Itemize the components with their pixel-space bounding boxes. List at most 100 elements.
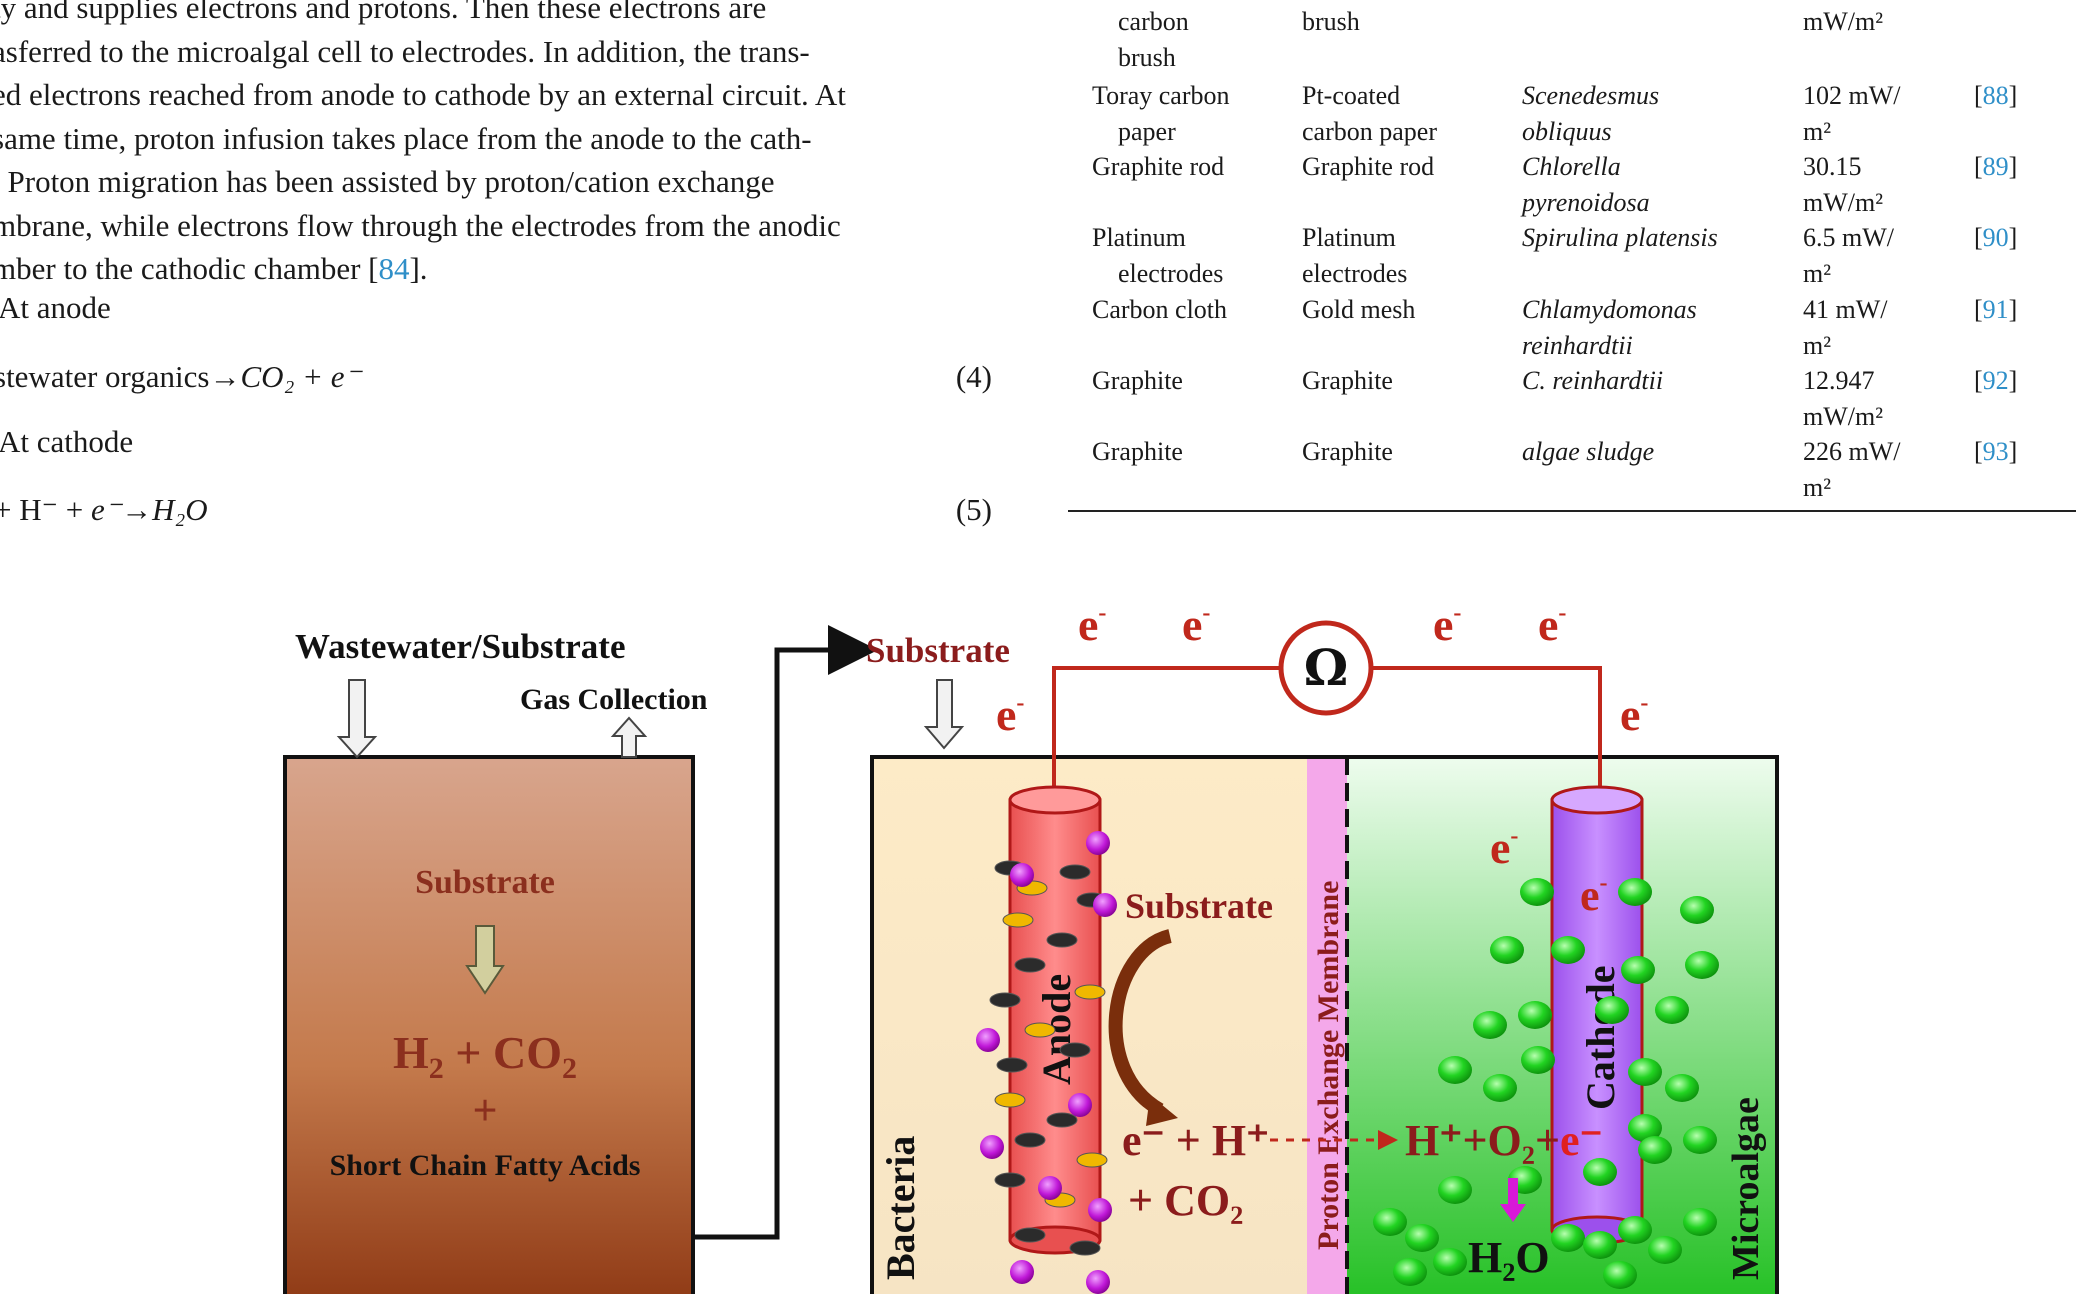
- wastewater-inlet-arrow: [336, 679, 378, 759]
- table-cell-anode: Carbon cloth: [1092, 292, 1292, 328]
- table-cell-line: mW/m²: [1803, 402, 1884, 431]
- table-cell-line: brush: [1302, 7, 1360, 36]
- table-cell-line: Gold mesh: [1302, 295, 1416, 324]
- table-cell-line: Graphite: [1092, 437, 1183, 466]
- microalgae-cell: [1433, 1248, 1467, 1276]
- microalgae-cell: [1685, 951, 1719, 979]
- table-cell-anode: Graphite: [1092, 434, 1292, 470]
- table-cell-ref: [89]: [1974, 152, 2018, 181]
- water-arrow-shaft: [1508, 1178, 1518, 1206]
- table-cell-anode: Graphite rod: [1092, 149, 1292, 185]
- bacterium-cell: [1010, 863, 1034, 887]
- bacterium: [996, 1057, 1028, 1073]
- substrate-anode-label: Substrate: [1125, 886, 1273, 926]
- proton-transfer-arrowhead: [1378, 1130, 1398, 1150]
- table-cell-line: Platinum: [1092, 223, 1186, 252]
- citation-link[interactable]: 92: [1982, 366, 2009, 395]
- microalgae-label: Microalgae: [1725, 1097, 1767, 1280]
- table-cell-cathode: Gold mesh: [1302, 292, 1502, 328]
- wastewater-label: Wastewater/Substrate: [295, 627, 626, 666]
- bacterium-cell: [1088, 1198, 1112, 1222]
- electron-label-4: e-: [1538, 599, 1566, 650]
- microalgae-cell: [1665, 1074, 1699, 1102]
- table-cell-line: 6.5 mW/: [1803, 223, 1894, 252]
- table-cell-line: Graphite: [1092, 366, 1183, 395]
- bacteria-label: Bacteria: [878, 1136, 923, 1280]
- microalgae-cell: [1483, 1074, 1517, 1102]
- microalgae-cell: [1393, 1258, 1427, 1286]
- citation-link[interactable]: 90: [1982, 223, 2009, 252]
- equation-5: + H⁻ + e⁻→H₂O: [0, 492, 208, 528]
- table-cell-power: 226 mW/m²: [1803, 434, 1953, 506]
- electron-label-cathode-chamber: e-: [1490, 822, 1518, 873]
- microalgae-cell: [1603, 1261, 1637, 1289]
- body-line-7-end: ].: [409, 251, 428, 286]
- table-cell-line: 102 mW/: [1803, 81, 1901, 110]
- table-cell-line: m²: [1803, 117, 1832, 146]
- table-cell-line: carbon: [1118, 7, 1189, 36]
- body-line-7-text: mber to the cathodic chamber [: [0, 251, 379, 286]
- bacterium-cell: [976, 1028, 1000, 1052]
- table-cell-line: reinhardtii: [1522, 331, 1633, 360]
- table-cell-line: algae sludge: [1522, 437, 1655, 466]
- microalgae-cell: [1595, 996, 1629, 1024]
- bacterium: [1014, 1227, 1046, 1243]
- external-circuit: Ω: [1052, 620, 1602, 800]
- anode-heading: At anode: [0, 290, 111, 325]
- body-line-7: mber to the cathodic chamber [84].: [0, 247, 992, 291]
- microalgae-cell: [1438, 1176, 1472, 1204]
- equation-4-number: (4): [955, 359, 992, 394]
- table-cell-line: m²: [1803, 473, 1832, 502]
- anode-reaction-line-1: e⁻ + H⁺: [1122, 1116, 1269, 1165]
- table-bottom-rule: [1068, 510, 2076, 512]
- table-cell-line: Graphite rod: [1302, 152, 1435, 181]
- citation-link[interactable]: 88: [1982, 81, 2009, 110]
- mfc-schematic-figure: Wastewater/Substrate Gas Collection Subs…: [283, 599, 1779, 1294]
- table-cell-line: Platinum: [1302, 223, 1396, 252]
- mfc-inlet-arrow: [923, 679, 965, 750]
- cathode-heading: At cathode: [0, 424, 134, 459]
- table-cell-line: obliquus: [1522, 117, 1612, 146]
- electron-label-2: e-: [1182, 599, 1210, 650]
- substrate-curved-arrowhead: [1146, 1095, 1178, 1126]
- bacterium: [1014, 1132, 1046, 1148]
- table-cell-line: 41 mW/: [1803, 295, 1888, 324]
- bacterium: [1024, 1022, 1056, 1038]
- table-cell-line: Scenedesmus: [1522, 81, 1660, 110]
- table-cell-line: m²: [1803, 259, 1832, 288]
- table-cell-line: 12.947: [1803, 366, 1875, 395]
- citation-link[interactable]: 89: [1982, 152, 2009, 181]
- table-cell-ref: [88]: [1974, 81, 2018, 110]
- table-cell-organism: Scenedesmus obliquus: [1522, 78, 1782, 150]
- citation-link[interactable]: 91: [1982, 295, 2009, 324]
- bacterium: [1046, 1112, 1078, 1128]
- electron-label-3: e-: [1433, 599, 1461, 650]
- microalgae-cell: [1405, 1224, 1439, 1252]
- table-cell-organism: algae sludge: [1522, 434, 1782, 470]
- bacterium: [1059, 864, 1091, 880]
- table-cell-cathode: Graphite rod: [1302, 149, 1502, 185]
- membrane-label: Proton Exchange Membrane: [1312, 881, 1345, 1250]
- table-cell-line: Graphite rod: [1092, 152, 1225, 181]
- citation-link[interactable]: 93: [1982, 437, 2009, 466]
- body-line-4: same time, proton infusion takes place f…: [0, 120, 812, 156]
- body-line-1: ty and supplies electrons and protons. T…: [0, 0, 767, 25]
- table-cell-line: Graphite: [1302, 437, 1393, 466]
- microalgae-cell: [1638, 1136, 1672, 1164]
- microalgae-cell: [1551, 936, 1585, 964]
- fermentation-tank: [283, 755, 695, 1294]
- microalgae-cell: [1518, 1001, 1552, 1029]
- citation-link[interactable]: 84: [378, 251, 410, 286]
- table-cell-ref: [93]: [1974, 437, 2018, 466]
- table-cell-line: carbon paper: [1302, 117, 1437, 146]
- bacterium: [1076, 1152, 1108, 1168]
- body-text: ty and supplies electrons and protons. T…: [0, 0, 992, 291]
- equation-4: stewater organics→CO₂ + e⁻: [0, 359, 361, 395]
- table-cell-line: C. reinhardtii: [1522, 366, 1664, 395]
- equation-5-math: e⁻→H₂O: [90, 492, 208, 527]
